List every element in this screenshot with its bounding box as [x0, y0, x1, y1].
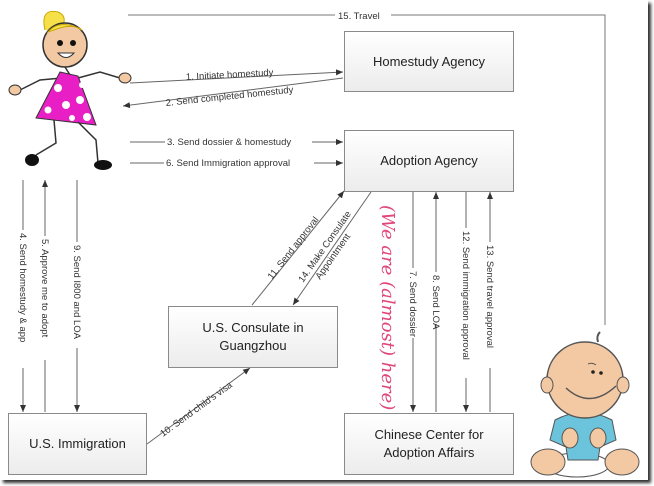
we-are-here-annotation: (We are (almost) here) [377, 205, 398, 410]
edge-15-label: 15. Travel [338, 11, 380, 22]
edge-10-line [146, 367, 251, 445]
edge-11-line [251, 190, 345, 306]
edge-7-label: 7. Send dossier [407, 271, 418, 337]
node-homestudy-agency: Homestudy Agency [344, 31, 514, 92]
baby-figure [530, 331, 640, 478]
edge-2-line [122, 77, 344, 109]
edge-10-label: 10. Send child's visa [158, 379, 235, 439]
edge-12-label: 12. Send immigration approval [460, 231, 471, 360]
edge-8-label: 8. Send LOA [430, 275, 441, 330]
girl-stick-figure [8, 10, 132, 170]
edge-13-label: 13. Send travel approval [484, 245, 495, 348]
node-adoption-agency: Adoption Agency [344, 130, 514, 192]
node-ccaa-label-2: Adoption Affairs [383, 445, 475, 460]
node-consulate-label-1: U.S. Consulate in [202, 320, 304, 336]
edge-2-label: 2. Send completed homestudy [165, 85, 294, 109]
node-consulate-label-2: Guangzhou [219, 338, 287, 353]
edge-9-label: 9. Send I800 and LOA [71, 245, 82, 340]
node-ccaa: Chinese Center for Adoption Affairs [344, 413, 514, 475]
node-homestudy-label: Homestudy Agency [372, 53, 485, 69]
edge-6-label: 6. Send Immigration approval [166, 158, 290, 169]
node-immigration-label: U.S. Immigration [29, 436, 126, 452]
node-us-consulate: U.S. Consulate in Guangzhou [168, 306, 338, 368]
edge-1-label: 1. Initiate homestudy [186, 67, 274, 83]
edge-15-travel [128, 14, 606, 325]
node-ccaa-label-1: Chinese Center for [374, 427, 484, 443]
node-adoption-label: Adoption Agency [380, 153, 478, 169]
node-us-immigration: U.S. Immigration [8, 413, 147, 475]
edge-1-line [129, 69, 344, 84]
edge-5-label: 5. Approve me to adopt [39, 239, 50, 338]
edge-14-line [292, 191, 372, 306]
edge-3-label: 3. Send dossier & homestudy [167, 137, 291, 148]
edge-4-label: 4. Send homestudy & app [17, 233, 28, 342]
